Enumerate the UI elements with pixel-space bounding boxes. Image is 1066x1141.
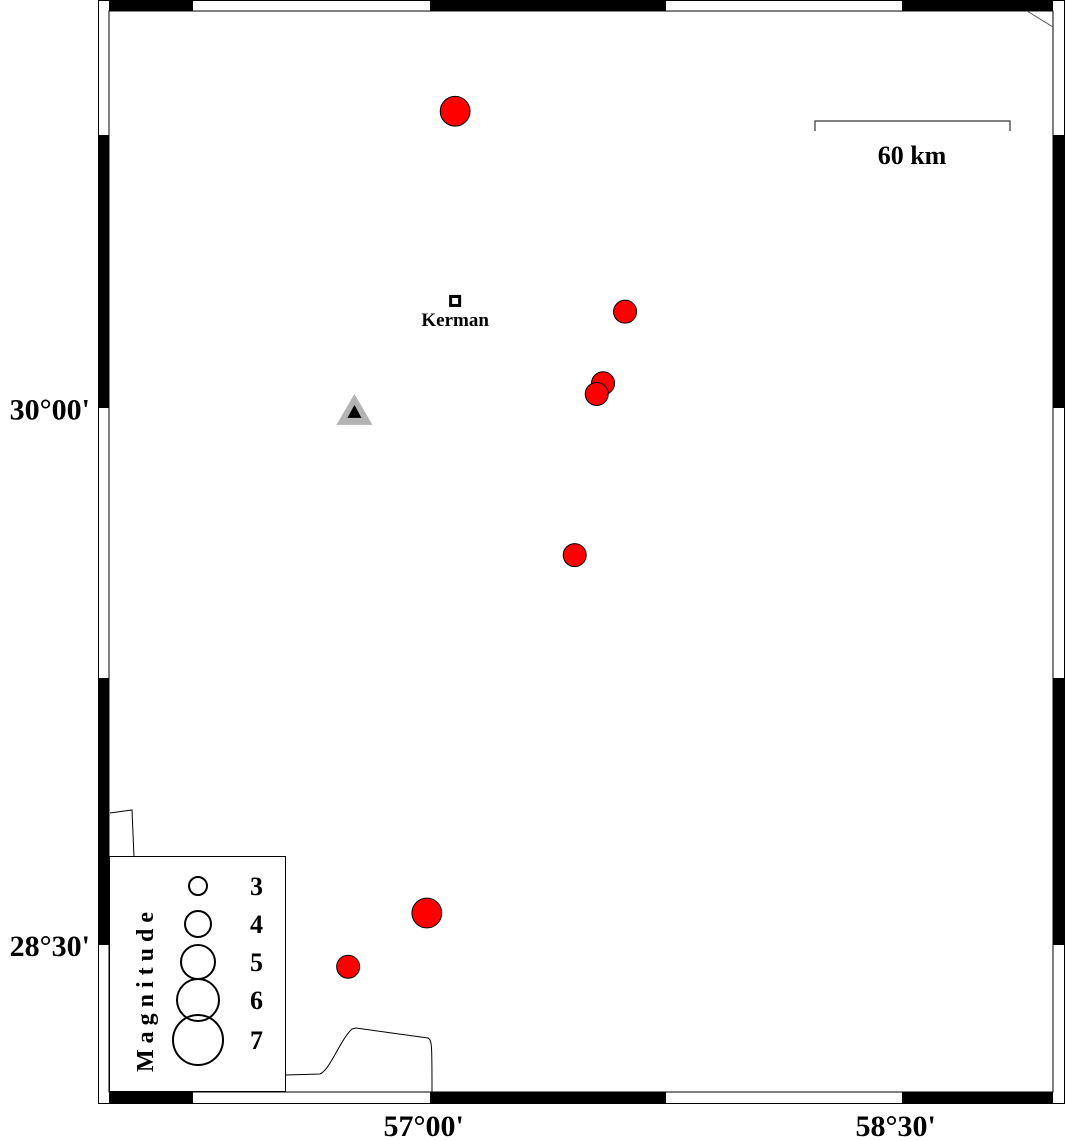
earthquake-event [562,543,587,568]
scale-bar: 60 km [814,120,1011,170]
scale-bar-label: 60 km [878,141,947,170]
legend-label: 5 [250,948,263,977]
city-label: Kerman [421,310,489,331]
y-tick-label: 30°00' [10,393,90,426]
legend-label: 6 [250,986,263,1015]
legend-circle-icon [184,910,212,938]
legend-label: 4 [250,910,263,939]
earthquake-event [336,954,361,979]
legend-circle-icon [176,978,220,1022]
boundary-lines [109,10,1054,1093]
legend-title: Magnitude [133,906,159,1072]
legend-label: 3 [250,872,263,901]
earthquake-event [613,299,638,324]
x-tick-label: 57°00' [383,1110,463,1141]
city-marker-icon [449,294,462,307]
legend-circle-icon [172,1014,224,1066]
magnitude-legend: Magnitude 3 4 5 6 7 [109,856,286,1092]
x-tick-label: 58°30' [855,1110,935,1141]
station-triangle-icon [336,393,373,425]
earthquake-event [439,95,471,127]
y-tick-label: 28°30' [10,930,90,963]
earthquake-event [584,382,609,407]
legend-circle-icon [188,876,208,896]
earthquake-events [336,95,638,979]
earthquake-event [411,897,443,929]
axis-tick-labels: 57°00' 58°30' 30°00' 28°30' [10,393,936,1141]
legend-label: 7 [250,1026,263,1055]
city-kerman: Kerman [421,294,489,331]
